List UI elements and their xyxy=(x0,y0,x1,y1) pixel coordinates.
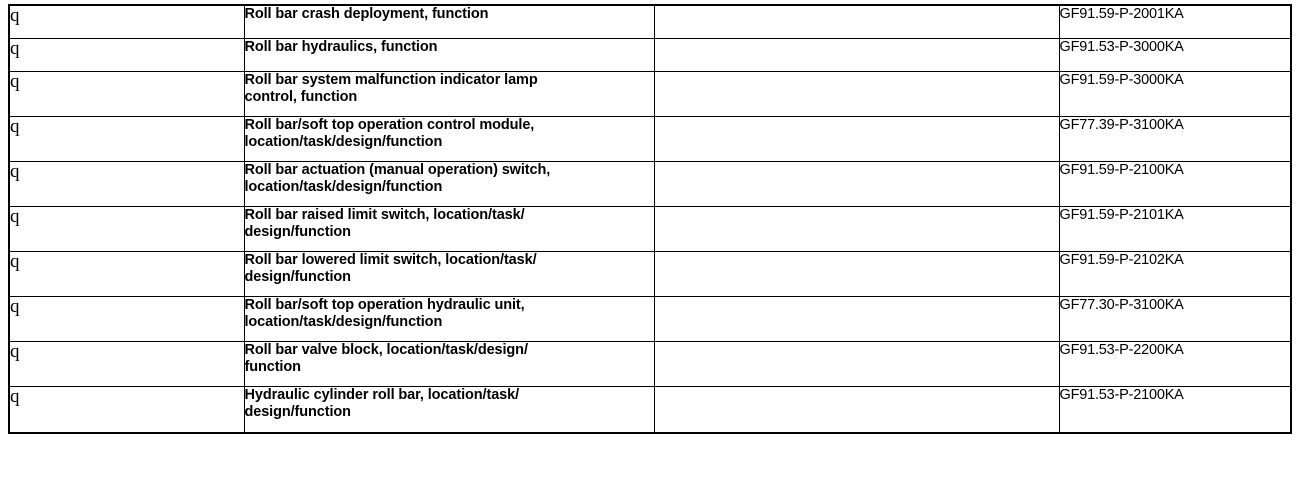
description-line: location/task/design/function xyxy=(244,179,443,195)
description-line: Roll bar actuation (manual operation) sw… xyxy=(244,162,551,178)
row-document-code-cell: GF91.59-P-2102KA xyxy=(1058,251,1292,297)
row-blank-cell xyxy=(653,296,1060,342)
bullet-marker-icon: q xyxy=(10,296,20,317)
row-description-cell: Roll bar/soft top operation control modu… xyxy=(243,116,655,162)
row-document-code-cell: GF91.59-P-3000KA xyxy=(1058,71,1292,117)
description-line: Roll bar/soft top operation control modu… xyxy=(244,117,535,133)
row-marker-cell: q xyxy=(8,386,245,434)
row-description-cell: Roll bar actuation (manual operation) sw… xyxy=(243,161,655,207)
description-line: location/task/design/function xyxy=(244,134,443,150)
table-row: q Hydraulic cylinder roll bar, location/… xyxy=(8,386,1292,434)
row-document-code-cell: GF91.53-P-2200KA xyxy=(1058,341,1292,387)
description-line: design/function xyxy=(244,224,352,240)
description-line: Roll bar/soft top operation hydraulic un… xyxy=(244,297,525,313)
description-line: Roll bar lowered limit switch, location/… xyxy=(244,252,537,268)
row-document-code-cell: GF91.59-P-2100KA xyxy=(1058,161,1292,207)
table-row: q Roll bar system malfunction indicator … xyxy=(8,71,1292,117)
row-document-code-cell: GF91.53-P-3000KA xyxy=(1058,38,1292,72)
row-blank-cell xyxy=(653,251,1060,297)
table-row: q Roll bar lowered limit switch, locatio… xyxy=(8,251,1292,297)
row-marker-cell: q xyxy=(8,38,245,72)
table-row: q Roll bar crash deployment, function GF… xyxy=(8,4,1292,39)
table-row: q Roll bar actuation (manual operation) … xyxy=(8,161,1292,207)
row-blank-cell xyxy=(653,71,1060,117)
description-line: Hydraulic cylinder roll bar, location/ta… xyxy=(244,387,520,403)
row-document-code-cell: GF77.39-P-3100KA xyxy=(1058,116,1292,162)
description-line: design/function xyxy=(244,404,352,420)
row-description-cell: Hydraulic cylinder roll bar, location/ta… xyxy=(243,386,655,434)
row-document-code-cell: GF91.53-P-2100KA xyxy=(1058,386,1292,434)
bullet-marker-icon: q xyxy=(10,206,20,227)
row-description-cell: Roll bar valve block, location/task/desi… xyxy=(243,341,655,387)
table-row: q Roll bar hydraulics, function GF91.53-… xyxy=(8,38,1292,72)
row-marker-cell: q xyxy=(8,296,245,342)
row-description-cell: Roll bar raised limit switch, location/t… xyxy=(243,206,655,252)
bullet-marker-icon: q xyxy=(10,71,20,92)
row-document-code-cell: GF91.59-P-2001KA xyxy=(1058,4,1292,39)
row-blank-cell xyxy=(653,4,1060,39)
row-blank-cell xyxy=(653,206,1060,252)
row-document-code-cell: GF77.30-P-3100KA xyxy=(1058,296,1292,342)
table-body: q Roll bar crash deployment, function GF… xyxy=(8,4,1292,434)
table-row: q Roll bar valve block, location/task/de… xyxy=(8,341,1292,387)
row-blank-cell xyxy=(653,116,1060,162)
row-marker-cell: q xyxy=(8,71,245,117)
reference-table: q Roll bar crash deployment, function GF… xyxy=(8,4,1292,434)
row-description-cell: Roll bar lowered limit switch, location/… xyxy=(243,251,655,297)
description-line: location/task/design/function xyxy=(244,314,443,330)
bullet-marker-icon: q xyxy=(10,386,20,407)
description-line: Roll bar valve block, location/task/desi… xyxy=(244,342,528,358)
row-marker-cell: q xyxy=(8,341,245,387)
row-description-cell: Roll bar crash deployment, function xyxy=(243,4,655,39)
row-marker-cell: q xyxy=(8,4,245,39)
description-line: Roll bar crash deployment, function xyxy=(244,6,489,22)
description-line: control, function xyxy=(244,89,358,105)
description-line: Roll bar raised limit switch, location/t… xyxy=(244,207,525,223)
row-blank-cell xyxy=(653,341,1060,387)
description-line: design/function xyxy=(244,269,352,285)
row-marker-cell: q xyxy=(8,161,245,207)
row-description-cell: Roll bar/soft top operation hydraulic un… xyxy=(243,296,655,342)
bullet-marker-icon: q xyxy=(10,116,20,137)
table-row: q Roll bar/soft top operation control mo… xyxy=(8,116,1292,162)
row-blank-cell xyxy=(653,386,1060,434)
row-marker-cell: q xyxy=(8,251,245,297)
table-row: q Roll bar raised limit switch, location… xyxy=(8,206,1292,252)
bullet-marker-icon: q xyxy=(10,38,20,59)
description-line: Roll bar system malfunction indicator la… xyxy=(244,72,538,88)
row-document-code-cell: GF91.59-P-2101KA xyxy=(1058,206,1292,252)
bullet-marker-icon: q xyxy=(10,251,20,272)
row-blank-cell xyxy=(653,161,1060,207)
description-line: Roll bar hydraulics, function xyxy=(244,39,438,55)
row-description-cell: Roll bar system malfunction indicator la… xyxy=(243,71,655,117)
row-description-cell: Roll bar hydraulics, function xyxy=(243,38,655,72)
bullet-marker-icon: q xyxy=(10,5,20,26)
row-marker-cell: q xyxy=(8,206,245,252)
bullet-marker-icon: q xyxy=(10,341,20,362)
row-blank-cell xyxy=(653,38,1060,72)
bullet-marker-icon: q xyxy=(10,161,20,182)
row-marker-cell: q xyxy=(8,116,245,162)
table-row: q Roll bar/soft top operation hydraulic … xyxy=(8,296,1292,342)
description-line: function xyxy=(244,359,301,375)
